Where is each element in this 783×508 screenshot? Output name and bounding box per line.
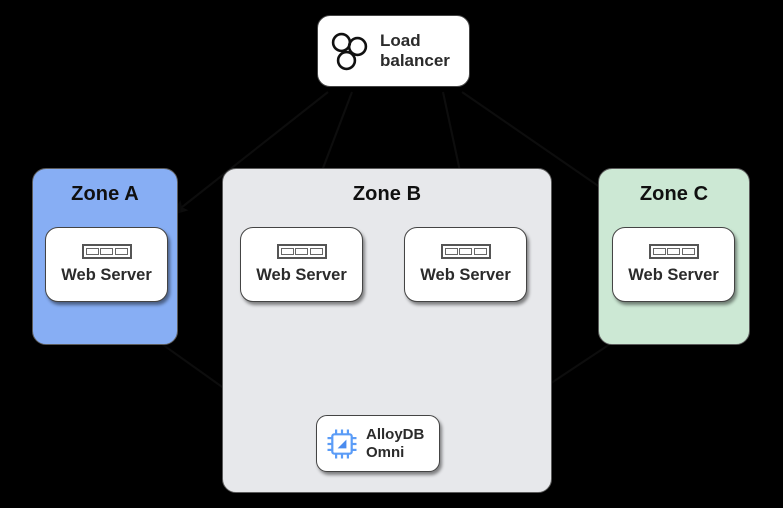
zone-b-title: Zone B (352, 183, 422, 205)
cpu-chip-icon (327, 429, 357, 459)
web-server-label: Web Server (61, 266, 152, 285)
web-server-node-zone-a[interactable]: Web Server (45, 227, 168, 302)
alloydb-omni-node[interactable]: AlloyDB Omni (316, 415, 440, 472)
web-server-label: Web Server (256, 266, 347, 285)
load-balancer-label: Load balancer (380, 30, 450, 70)
zone-c-title: Zone C (639, 183, 709, 205)
zone-a-title: Zone A (71, 183, 139, 205)
web-server-label: Web Server (420, 266, 511, 285)
web-server-node-zone-c[interactable]: Web Server (612, 227, 735, 302)
load-balancer-node[interactable]: Load balancer (317, 15, 470, 87)
web-server-node-zone-b-2[interactable]: Web Server (404, 227, 527, 302)
three-circles-icon (331, 31, 369, 71)
server-rack-icon (276, 244, 327, 260)
server-rack-icon (440, 244, 491, 260)
web-server-node-zone-b-1[interactable]: Web Server (240, 227, 363, 302)
alloydb-omni-label: AlloyDB Omni (366, 425, 425, 461)
server-rack-icon (648, 244, 699, 260)
server-rack-icon (81, 244, 132, 260)
web-server-label: Web Server (628, 266, 719, 285)
